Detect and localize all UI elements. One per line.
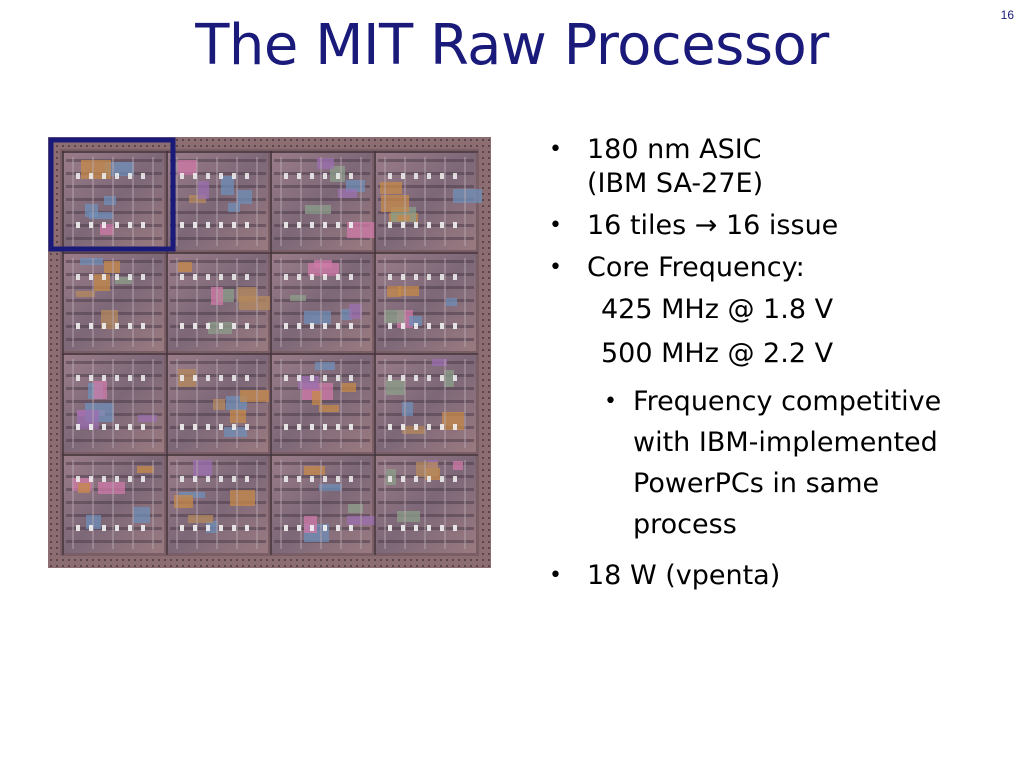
bullet-frequency-competitive: Frequency competitive with IBM-implement… (547, 381, 1017, 545)
competitive-line2: with IBM-implemented (633, 427, 938, 458)
competitive-line1: Frequency competitive (633, 386, 942, 417)
bullet-list: 180 nm ASIC (IBM SA-27E) 16 tiles → 16 i… (547, 133, 1017, 601)
frequency-500: 500 MHz @ 2.2 V (601, 338, 834, 369)
die-photo-graphic (48, 137, 491, 568)
raw-processor-die-photo (48, 137, 491, 568)
slide-title: The MIT Raw Processor (195, 13, 829, 78)
bullet-power: 18 W (vpenta) (547, 559, 1017, 593)
bullet-process: 180 nm ASIC (IBM SA-27E) (547, 133, 1017, 201)
bullet-process-line1: 180 nm ASIC (587, 134, 762, 165)
highlighted-tile-box (48, 137, 176, 252)
slide-number: 16 (1000, 8, 1014, 22)
competitive-line4: process (633, 509, 737, 540)
die-tile (376, 254, 476, 351)
bullet-process-line2: (IBM SA-27E) (587, 168, 764, 199)
frequency-425: 425 MHz @ 1.8 V (601, 294, 834, 325)
bullet-core-frequency: Core Frequency: (547, 251, 1017, 285)
bullet-tiles: 16 tiles → 16 issue (547, 209, 1017, 243)
die-tile (376, 355, 476, 452)
competitive-line3: PowerPCs in same (633, 468, 880, 499)
